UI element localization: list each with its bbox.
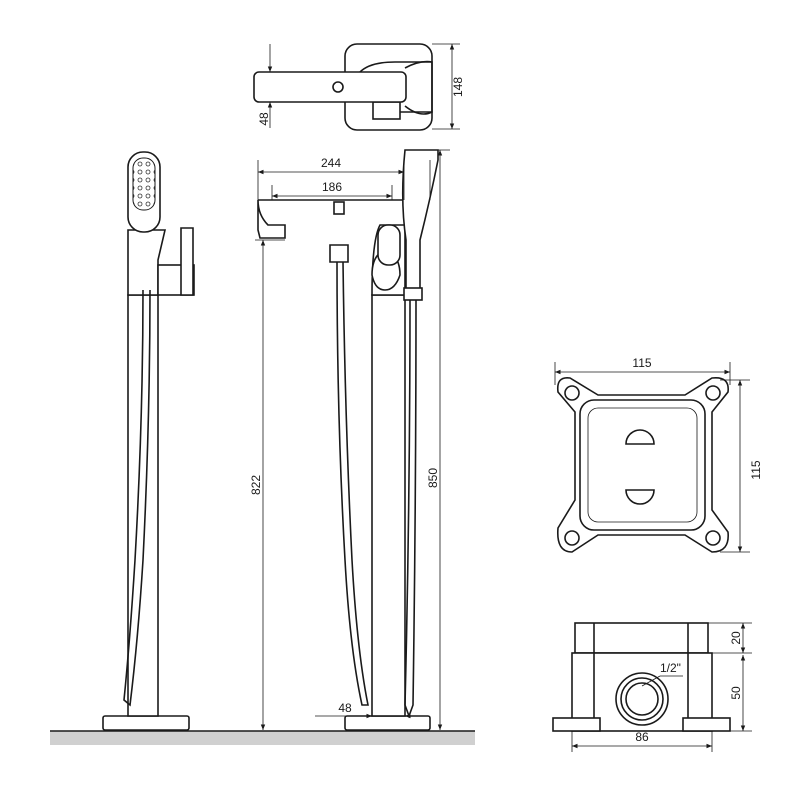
spout-186-label: 186 bbox=[322, 180, 342, 194]
top-view-height-label: 148 bbox=[451, 77, 465, 97]
total-height-850-label: 850 bbox=[426, 468, 440, 488]
front-view-dimensions: 244 186 822 850 48 bbox=[249, 149, 450, 730]
width-244-label: 244 bbox=[321, 156, 341, 170]
thread-size-label: 1/2" bbox=[660, 661, 681, 675]
front-view-mixer bbox=[257, 149, 439, 731]
box-top-20-label: 20 bbox=[729, 631, 743, 645]
top-view-handle: 148 48 bbox=[253, 43, 465, 131]
base-offset-48-label: 48 bbox=[338, 701, 352, 715]
box-height-115-label: 115 bbox=[749, 460, 763, 479]
box-width-115-label: 115 bbox=[632, 356, 651, 370]
box-body-50-label: 50 bbox=[729, 686, 743, 700]
top-view-handle-label: 48 bbox=[257, 112, 271, 126]
box-width-86-label: 86 bbox=[635, 730, 649, 744]
mounting-box-plan: 115 115 bbox=[554, 356, 763, 553]
mounting-box-elevation: 1/2" 20 50 86 bbox=[552, 622, 752, 752]
floor bbox=[50, 730, 475, 745]
side-view-mixer bbox=[102, 151, 195, 731]
spout-height-822-label: 822 bbox=[249, 475, 263, 495]
